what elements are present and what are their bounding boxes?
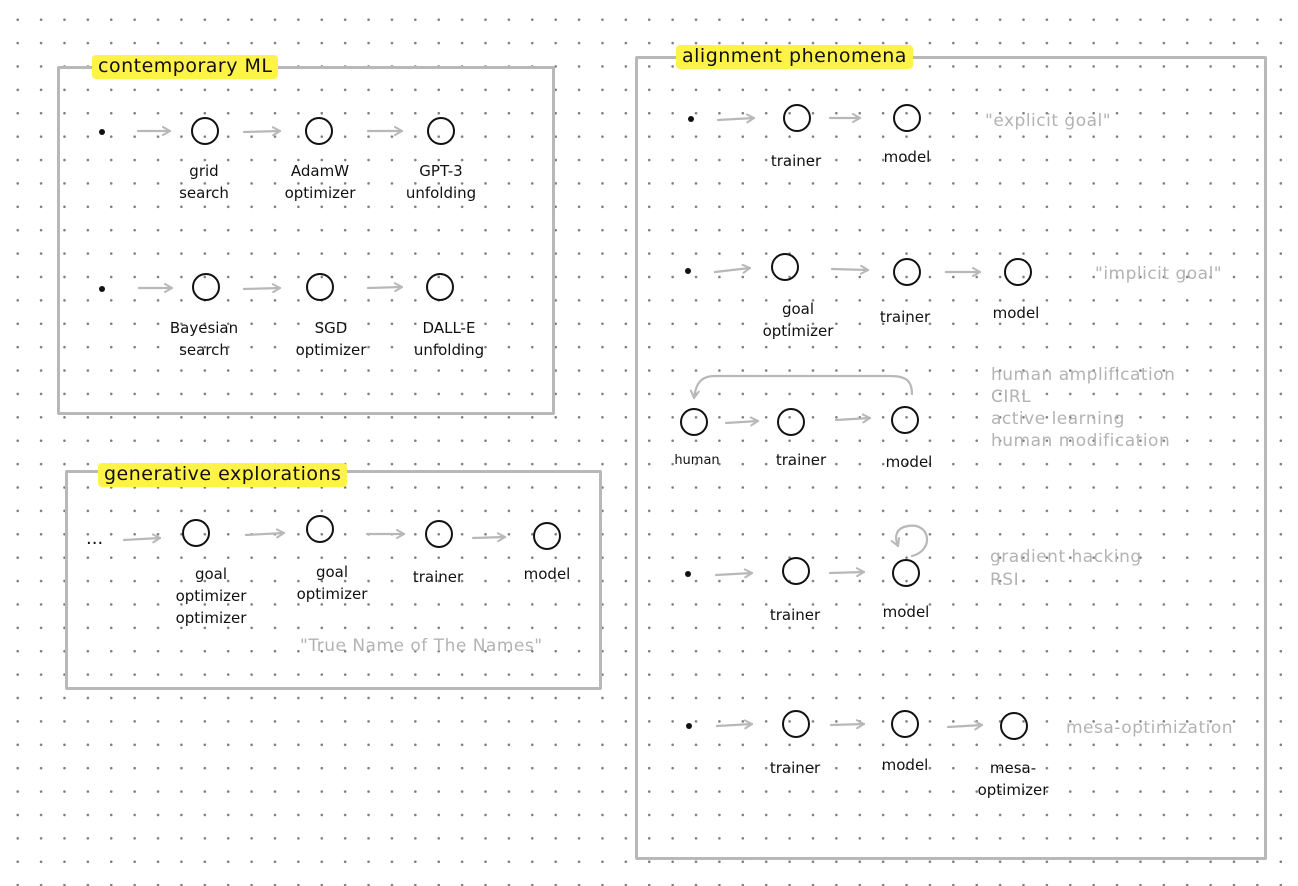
label-goal-optimizer: goal optimizer <box>296 563 368 603</box>
contemporary-ml-title: contemporary ML <box>92 55 279 79</box>
label-r3-human: human <box>674 453 720 468</box>
node-r3-model <box>891 406 919 434</box>
label-r2-model: model <box>992 304 1040 322</box>
implicit-goal-note: "implicit goal" <box>1095 264 1223 284</box>
label-r5-trainer: trainer <box>769 759 821 777</box>
arrow-al-r2-a <box>713 263 752 274</box>
arrow-al-r5-a <box>715 719 754 730</box>
cml-row1-bullet <box>99 129 105 135</box>
node-r1-trainer <box>783 104 811 132</box>
node-r5-mesa-optimizer <box>1000 712 1028 740</box>
arrow-gen-b <box>244 528 286 539</box>
explicit-goal-note: "explicit goal" <box>985 111 1112 131</box>
label-bayesian-search: Bayesian search <box>169 319 239 359</box>
arrow-cml-r2-b <box>242 283 282 294</box>
node-r4-trainer <box>782 557 810 585</box>
label-adamw-optimizer: AdamW optimizer <box>284 162 356 202</box>
arrow-al-r3-b <box>834 413 872 424</box>
label-goal-optimizer-optimizer: goal optimizer optimizer <box>175 565 247 627</box>
label-gen-trainer: trainer <box>412 568 464 586</box>
true-name-note: "True Name of The Names" <box>300 636 543 656</box>
arrow-al-r4-self <box>890 524 929 558</box>
node-r3-human <box>680 408 708 436</box>
node-goal-optimizer <box>306 515 334 543</box>
label-gen-model: model <box>523 565 571 583</box>
gradient-hacking-note: gradient hacking RSI <box>990 547 1142 590</box>
node-r1-model <box>893 104 921 132</box>
node-r2-trainer <box>893 258 921 286</box>
generative-ellipsis: ... <box>86 528 104 549</box>
label-r5-model: model <box>881 756 929 774</box>
cml-row2-bullet <box>99 286 105 292</box>
arrow-cml-r2-c <box>366 282 404 293</box>
label-r3-model: model <box>885 453 933 471</box>
label-r5-mesa-optimizer: mesa- optimizer <box>977 759 1049 799</box>
arrow-cml-r1-b <box>242 126 282 137</box>
label-r4-trainer: trainer <box>769 606 821 624</box>
node-r5-model <box>891 710 919 738</box>
label-sgd-optimizer: SGD optimizer <box>295 319 367 359</box>
node-goal-optimizer-optimizer <box>182 519 210 547</box>
label-r1-trainer: trainer <box>770 152 822 170</box>
arrow-gen-a <box>122 533 162 544</box>
node-r3-trainer <box>777 408 805 436</box>
label-r2-trainer: trainer <box>879 308 931 326</box>
arrow-al-r4-a <box>714 568 754 579</box>
node-gen-model <box>533 522 561 550</box>
label-r3-trainer: trainer <box>775 451 827 469</box>
arrow-al-r2-b <box>830 264 870 275</box>
contemporary-ml-panel <box>57 66 555 415</box>
arrow-gen-d <box>471 532 507 543</box>
node-r2-model <box>1004 258 1032 286</box>
arrow-al-r5-c <box>946 720 984 731</box>
node-r2-goal-optimizer <box>771 253 799 281</box>
node-gen-trainer <box>425 520 453 548</box>
node-r4-model <box>892 559 920 587</box>
align-row2-bullet <box>685 268 691 274</box>
arrow-al-r4-b <box>828 567 866 578</box>
label-grid-search: grid search <box>179 162 229 202</box>
node-sgd-optimizer <box>306 273 334 301</box>
mesa-optimization-note: mesa-optimization <box>1066 718 1234 738</box>
node-adamw-optimizer <box>305 117 333 145</box>
node-bayesian-search <box>192 273 220 301</box>
human-loop-note: human amplification CIRL active learning… <box>991 365 1176 451</box>
arrow-al-r3-feedback <box>689 374 914 400</box>
generative-explorations-title: generative explorations <box>98 463 348 487</box>
node-grid-search <box>191 117 219 145</box>
node-gpt3-unfolding <box>427 117 455 145</box>
arrow-al-r3-a <box>724 416 760 427</box>
label-gpt3-unfolding: GPT-3 unfolding <box>405 162 477 202</box>
arrow-al-r5-b <box>829 719 866 730</box>
label-r2-goal-optimizer: goal optimizer <box>762 300 834 340</box>
arrow-al-r1-a <box>716 113 756 124</box>
node-dalle-unfolding <box>426 273 454 301</box>
alignment-phenomena-title: alignment phenomena <box>676 45 913 69</box>
label-r4-model: model <box>882 603 930 621</box>
align-row1-bullet <box>688 116 694 122</box>
align-row5-bullet <box>686 723 692 729</box>
node-r5-trainer <box>782 710 810 738</box>
label-r1-model: model <box>883 148 931 166</box>
align-row4-bullet <box>685 571 691 577</box>
label-dalle-unfolding: DALL-E unfolding <box>413 319 485 359</box>
alignment-phenomena-panel <box>635 56 1267 860</box>
